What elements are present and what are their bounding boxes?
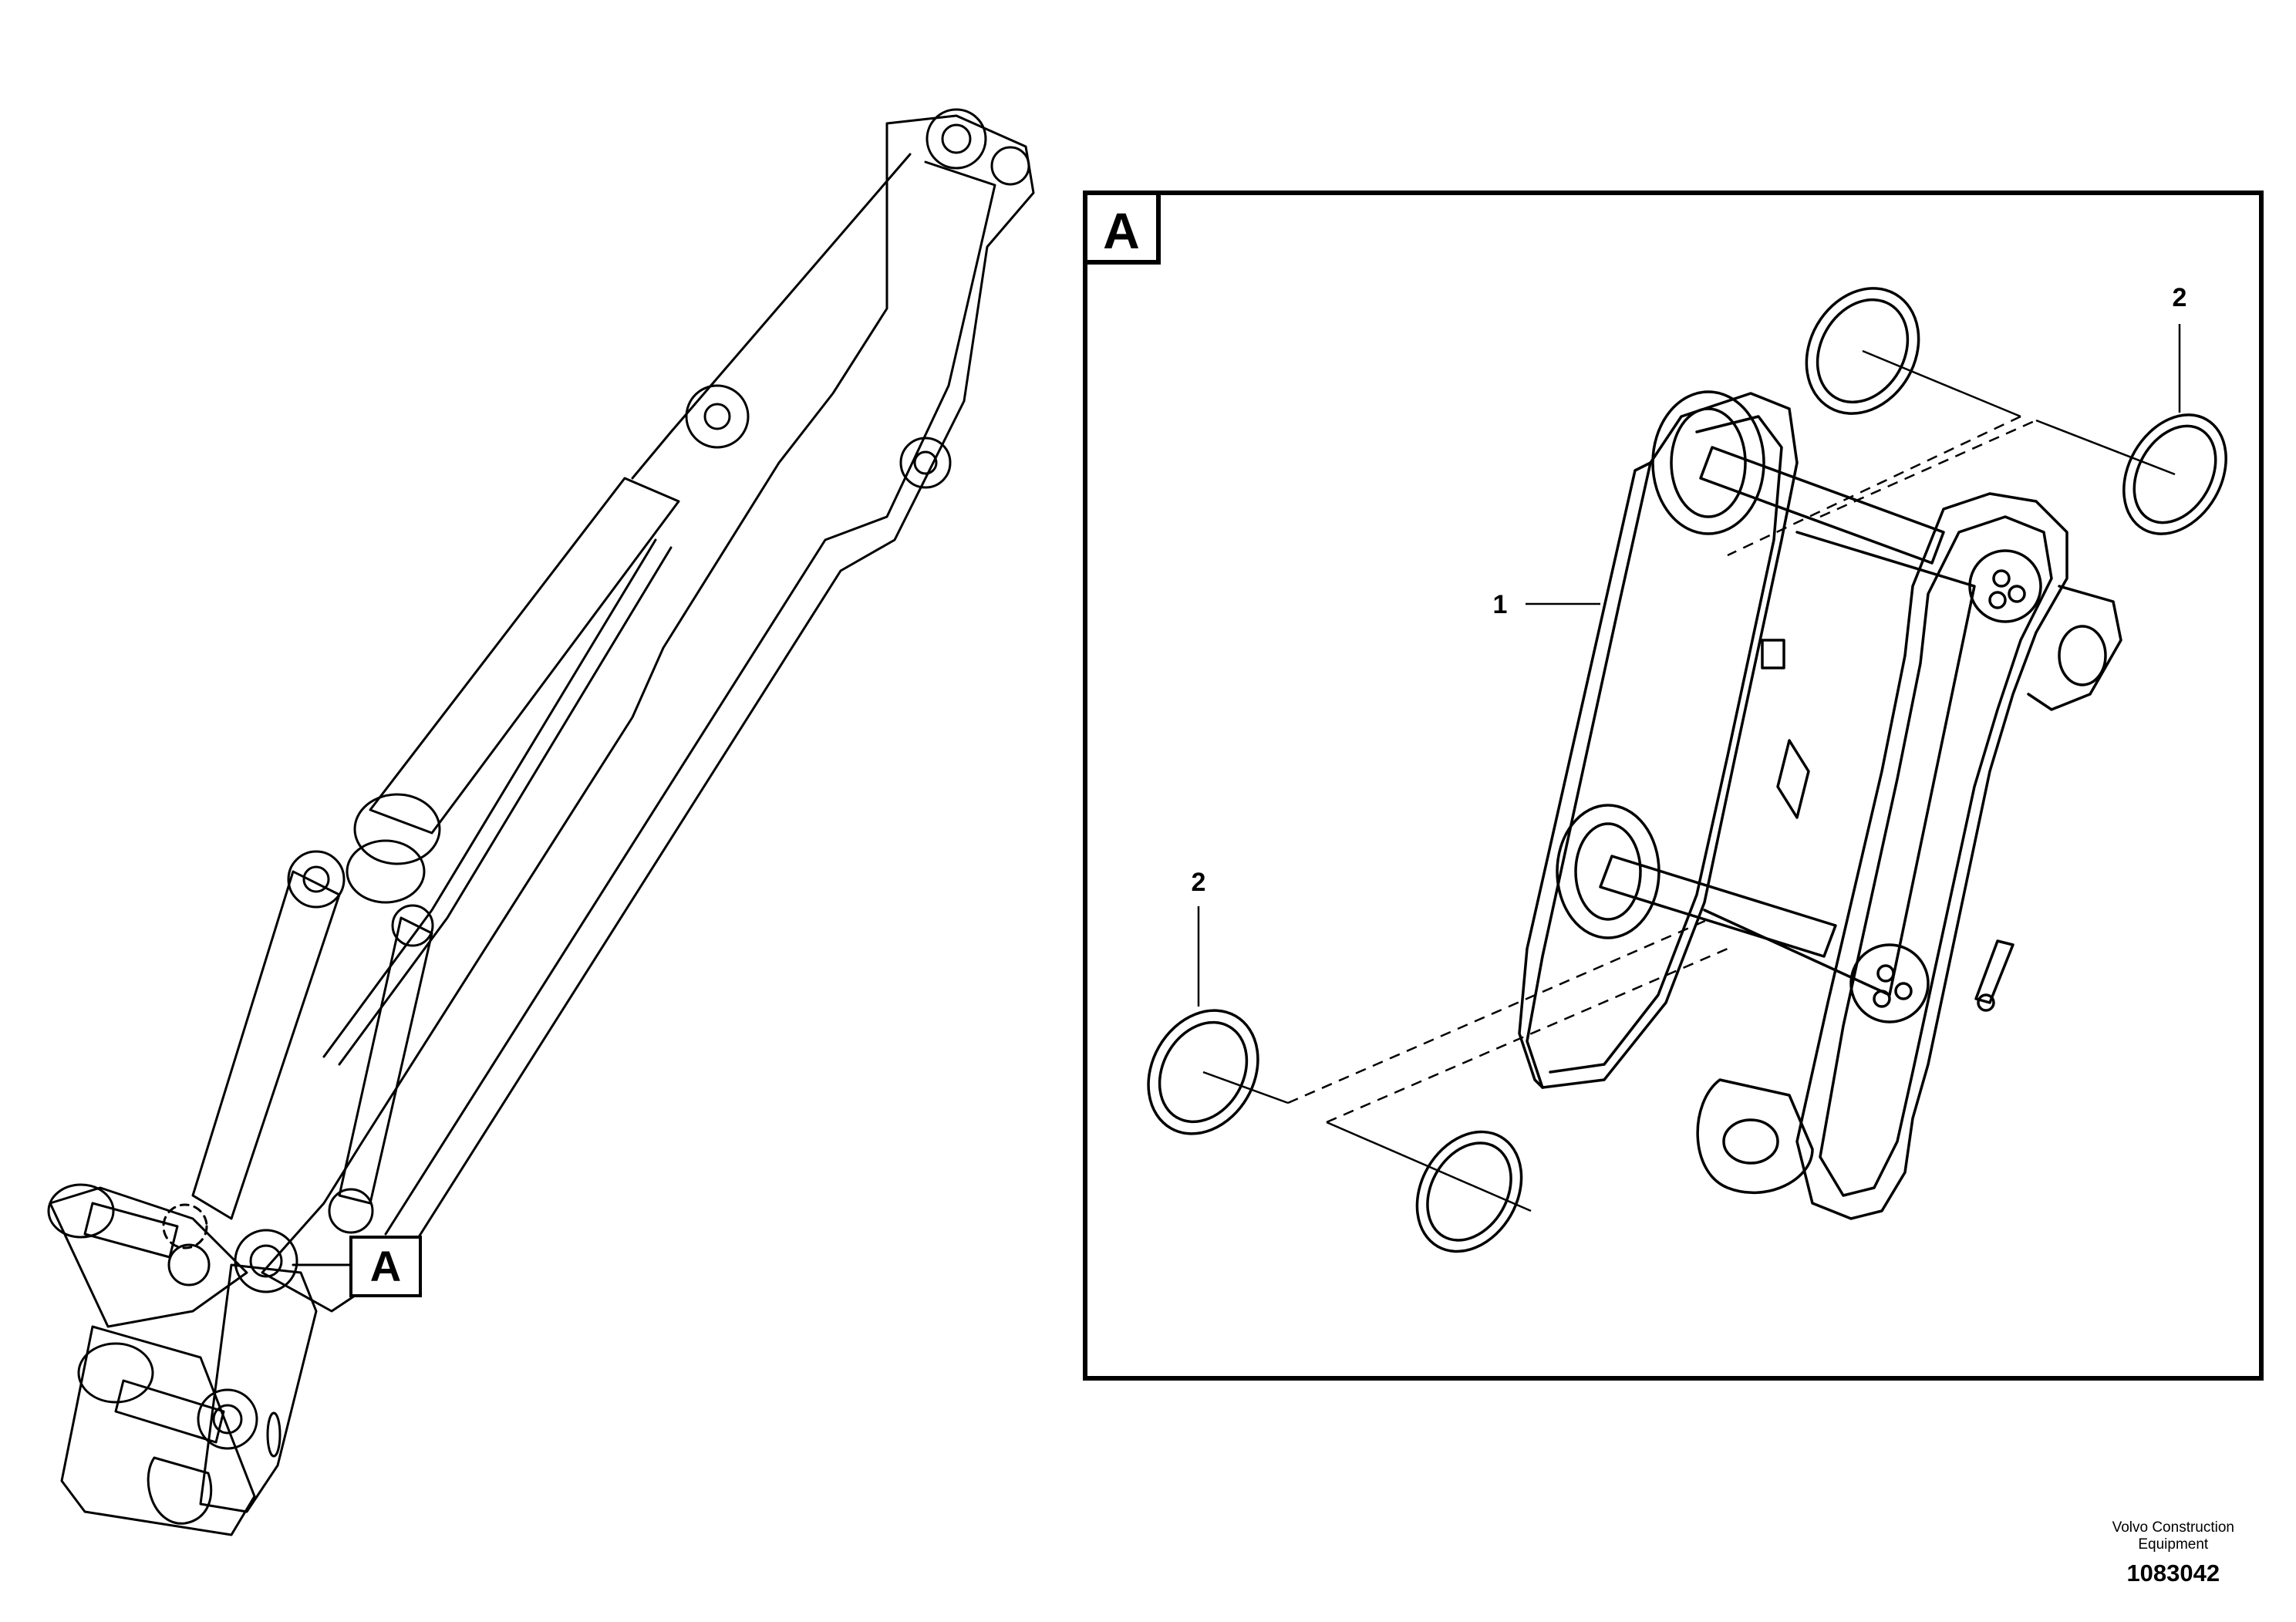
coupler-small-pin-lower — [114, 1379, 225, 1444]
callout-2-top: 2 — [2173, 283, 2187, 312]
coupler-right-plate-face — [1819, 515, 2053, 1197]
coupler-side-bolt — [1977, 993, 1995, 1012]
brand-line-2: Equipment — [2138, 1536, 2209, 1553]
drawing-footer: Volvo Construction Equipment 1083042 — [2112, 1519, 2234, 1587]
nose-seal-ring — [162, 1203, 208, 1249]
coupler-rear-web — [1703, 531, 1976, 996]
coupler-left-plate-inner-edge — [1549, 415, 1783, 1074]
coupler-upper-bolt-2 — [2008, 585, 2026, 603]
seal-rings — [1147, 287, 2227, 1253]
explode-line-upper-ring-2 — [2035, 419, 2176, 476]
coupler-upper-right-boss — [1968, 549, 2042, 623]
coupler-lower-bolt-3 — [1873, 990, 1891, 1008]
callout-2-bottom: 2 — [1192, 868, 1206, 897]
explode-lines — [1202, 349, 2176, 1212]
hydraulic-cylinder — [369, 477, 680, 835]
arm-tip-pivot-inner — [941, 123, 972, 154]
coupler-left-plate-back — [1518, 461, 1652, 1089]
hydraulic-line-2 — [338, 546, 673, 1066]
linkage-rod — [338, 916, 433, 1205]
arm-nose-bore — [47, 1183, 115, 1239]
brand-line-1: Volvo Construction — [2112, 1519, 2234, 1536]
coupler-upper-boss — [1651, 390, 1765, 535]
arm-body — [261, 114, 1035, 1313]
linkage-link — [191, 870, 341, 1220]
arm-tip-pivot-outer — [925, 108, 987, 170]
detail-view-frame: A — [1083, 191, 2264, 1381]
drawing-number: 1083042 — [2126, 1560, 2220, 1587]
seal-ring-lower-right — [1415, 1130, 1523, 1253]
quick-coupler-detail — [1518, 390, 2122, 1220]
explode-line-upper-ring-1 — [1862, 349, 2021, 418]
coupler-lower-bolt-2 — [1894, 982, 1913, 1000]
coupler-lower-bolt-1 — [1876, 964, 1895, 983]
seal-ring-upper-right — [2122, 413, 2227, 535]
detail-view-label: A — [1103, 202, 1140, 259]
coupler-small-bore-top — [77, 1342, 154, 1404]
linkage-pivot-mid — [391, 904, 434, 947]
detail-label-box — [1083, 191, 1161, 265]
nose-pivot — [167, 1243, 211, 1286]
linkage-pivot-lower — [328, 1188, 374, 1234]
callouts: 1 2 2 — [1192, 283, 2187, 1007]
coupler-small-boss-top-inner — [249, 1244, 283, 1278]
coupler-small-plate-right — [199, 1263, 318, 1513]
coupler-rear-lug-hole — [2058, 625, 2107, 686]
coupler-left-plate — [1526, 392, 1799, 1089]
coupler-hook-eye — [1722, 1118, 1779, 1165]
coupler-small-hook — [147, 1456, 213, 1525]
hydraulic-line-1 — [322, 538, 657, 1058]
seal-ring-lower-left — [1147, 1009, 1259, 1135]
coupler-rear-lug — [2027, 585, 2122, 711]
excavator-arm-overview — [47, 108, 1035, 1536]
coupler-upper-bolt-1 — [1992, 569, 2011, 588]
arm-tip-pin — [990, 146, 1030, 186]
coupler-right-plate — [1795, 492, 2068, 1220]
explode-line-upper-ring-1-dash — [1727, 415, 2021, 557]
callout-1: 1 — [1493, 590, 1508, 619]
coupler-side-slot — [1974, 939, 2014, 1004]
detail-frame-border — [1083, 191, 2264, 1381]
coupler-upper-pin — [1699, 446, 1945, 565]
coupler-small-boss-top — [234, 1229, 298, 1293]
view-marker: A — [349, 1236, 422, 1297]
explode-line-lower-ring-2 — [1326, 1121, 1532, 1212]
coupler-small-boss-bottom-inner — [212, 1404, 243, 1435]
arm-top-edge — [631, 153, 912, 480]
coupler-web-square-tab — [1761, 639, 1785, 669]
coupler-small-plate-left — [60, 1325, 256, 1536]
explode-line-upper-ring-2-dash — [1819, 419, 2037, 518]
cylinder-gland — [346, 839, 426, 904]
coupler-lower-right-boss — [1849, 943, 1930, 1023]
seal-ring-upper-left — [1805, 287, 1920, 415]
coupler-lower-boss — [1556, 804, 1660, 939]
upper-cylinder-eye — [685, 384, 750, 449]
bracket-pivot — [899, 437, 952, 489]
coupler-upper-bolt-3 — [1988, 591, 2007, 609]
coupler-hook — [1696, 1078, 1814, 1195]
coupler-web-diamond-cutout — [1776, 739, 1810, 819]
arm-inner-edge — [384, 160, 996, 1236]
cylinder-head — [353, 793, 441, 865]
coupler-small-boss-bottom — [197, 1388, 258, 1450]
coupler-lower-pin-end — [1574, 822, 1642, 921]
view-marker-label: A — [370, 1242, 401, 1290]
coupler-upper-pin-end — [1670, 407, 1747, 518]
view-marker-box — [349, 1236, 422, 1297]
coupler-small-slot — [266, 1411, 282, 1458]
explode-line-lower-ring-1 — [1202, 1071, 1289, 1104]
linkage-pivot-upper — [287, 850, 346, 909]
explode-line-lower-ring-1-dash — [1287, 916, 1713, 1104]
coupler-lower-pin — [1599, 855, 1837, 958]
linkage-pivot-upper-inner — [302, 865, 330, 893]
bracket-pivot-inner — [913, 450, 938, 475]
arm-nose — [49, 1186, 248, 1328]
upper-cylinder-eye-inner — [703, 403, 731, 430]
